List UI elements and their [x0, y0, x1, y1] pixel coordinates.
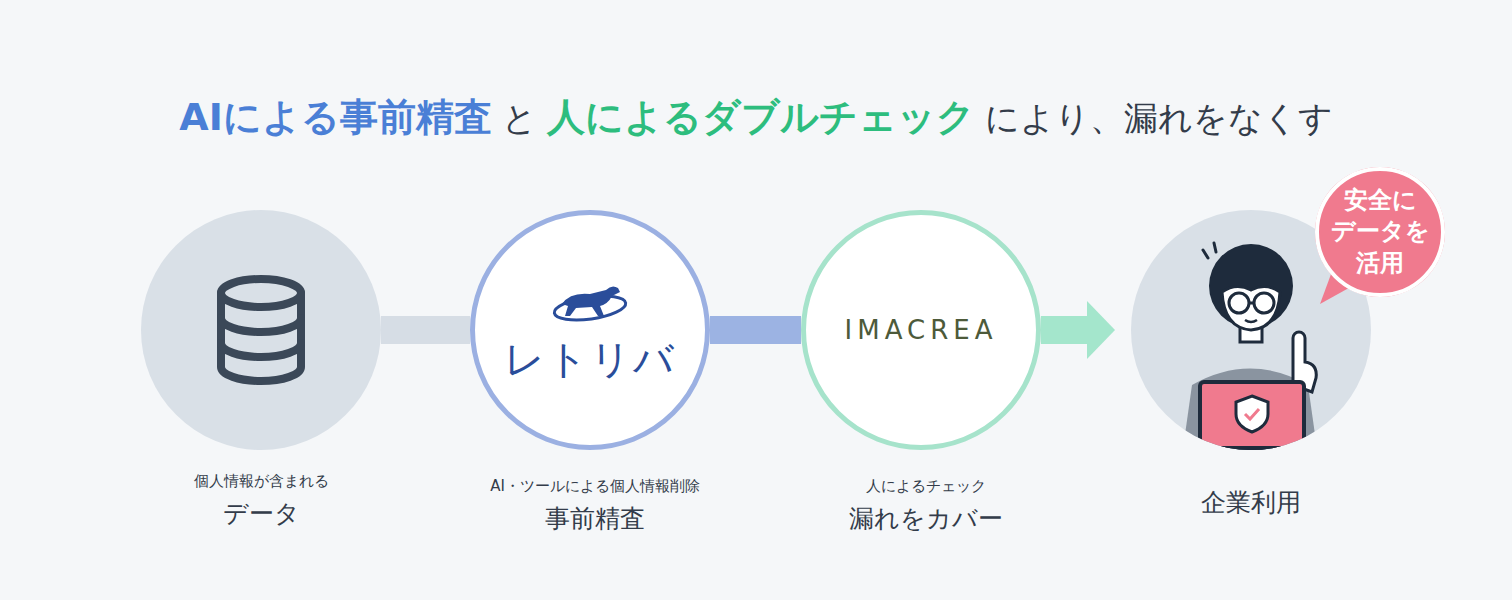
connector-bar	[1041, 316, 1087, 344]
caption-sub: 個人情報が含まれる	[194, 472, 329, 491]
motion-lines	[1203, 243, 1216, 258]
inner-text: IMACREA	[806, 315, 1036, 346]
caption-main: 漏れをカバー	[849, 502, 1003, 535]
logo-text: レトリバ	[475, 335, 705, 383]
title-text: により、漏れをなくす	[985, 96, 1333, 142]
caption-sub: 人によるチェック	[866, 477, 986, 496]
caption-main: データ	[223, 497, 300, 530]
connector-bar	[710, 316, 801, 344]
title-bar: AIによる事前精査と人によるダブルチェックにより、漏れをなくす	[0, 92, 1512, 143]
caption-main: 事前精査	[545, 502, 645, 535]
database-icon	[221, 279, 301, 381]
connector-bar	[381, 316, 470, 344]
person-illustration	[1180, 244, 1320, 470]
user-circle: 企業利用	[1131, 210, 1371, 450]
logo-mark	[553, 286, 627, 324]
title-text: と	[502, 96, 537, 142]
circle-fill	[141, 210, 381, 450]
caption-sub: AI・ツールによる個人情報削除	[490, 477, 700, 496]
title-text: AIによる事前精査	[179, 92, 492, 143]
caption: 企業利用	[1031, 486, 1471, 519]
title-text: 人によるダブルチェック	[547, 92, 975, 143]
tool-circle: レトリバAI・ツールによる個人情報削除事前精査	[470, 210, 710, 450]
inner-text: 安全に データを 活用	[1328, 185, 1432, 279]
caption-main: 企業利用	[1201, 486, 1301, 519]
circle-fill	[472, 212, 708, 448]
speech-bubble: 安全に データを 活用	[1315, 167, 1445, 297]
bubble-fill	[1315, 167, 1445, 297]
logo-text: IMACREA	[806, 315, 1036, 346]
inner-text: レトリバ	[475, 335, 705, 383]
caption: 人によるチェック漏れをカバー	[706, 477, 1146, 535]
caption: AI・ツールによる個人情報削除事前精査	[375, 477, 815, 535]
bubble-text: 安全に データを 活用	[1328, 185, 1432, 279]
circle-fill	[803, 212, 1039, 448]
data-circle: 個人情報が含まれるデータ	[141, 210, 381, 450]
caption: 個人情報が含まれるデータ	[41, 472, 481, 530]
check-circle: IMACREA人によるチェック漏れをカバー	[801, 210, 1041, 450]
